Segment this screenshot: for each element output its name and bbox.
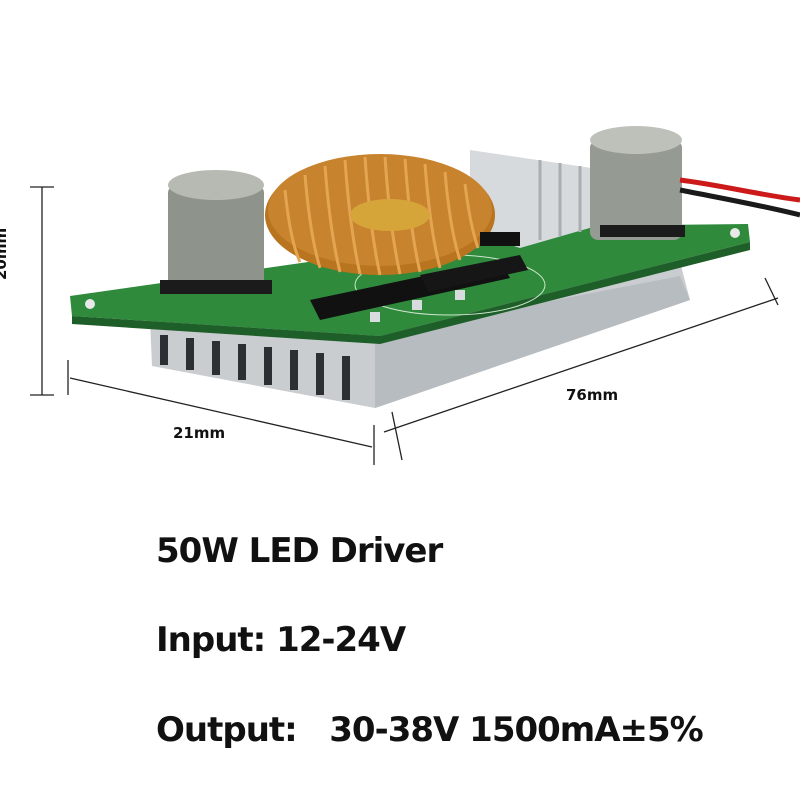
product-photo: 20mm 21mm 76mm bbox=[0, 126, 800, 465]
ic-components bbox=[310, 232, 528, 322]
output-spec: Output: 30-38V 1500mA±5% bbox=[156, 710, 704, 750]
dimension-lines bbox=[30, 186, 779, 465]
input-spec: Input: 12-24V bbox=[156, 620, 406, 660]
wires bbox=[679, 177, 800, 218]
length-dimension-label: 76mm bbox=[566, 386, 619, 404]
top-heatsink bbox=[470, 150, 605, 248]
height-dimension-label: 20mm bbox=[0, 227, 10, 280]
depth-dimension-label: 21mm bbox=[173, 424, 226, 442]
capacitor-right bbox=[590, 126, 685, 240]
led-driver-illustration bbox=[30, 126, 800, 465]
capacitor-left bbox=[160, 170, 272, 294]
toroid-inductor bbox=[265, 154, 495, 276]
product-title: 50W LED Driver bbox=[156, 531, 443, 571]
